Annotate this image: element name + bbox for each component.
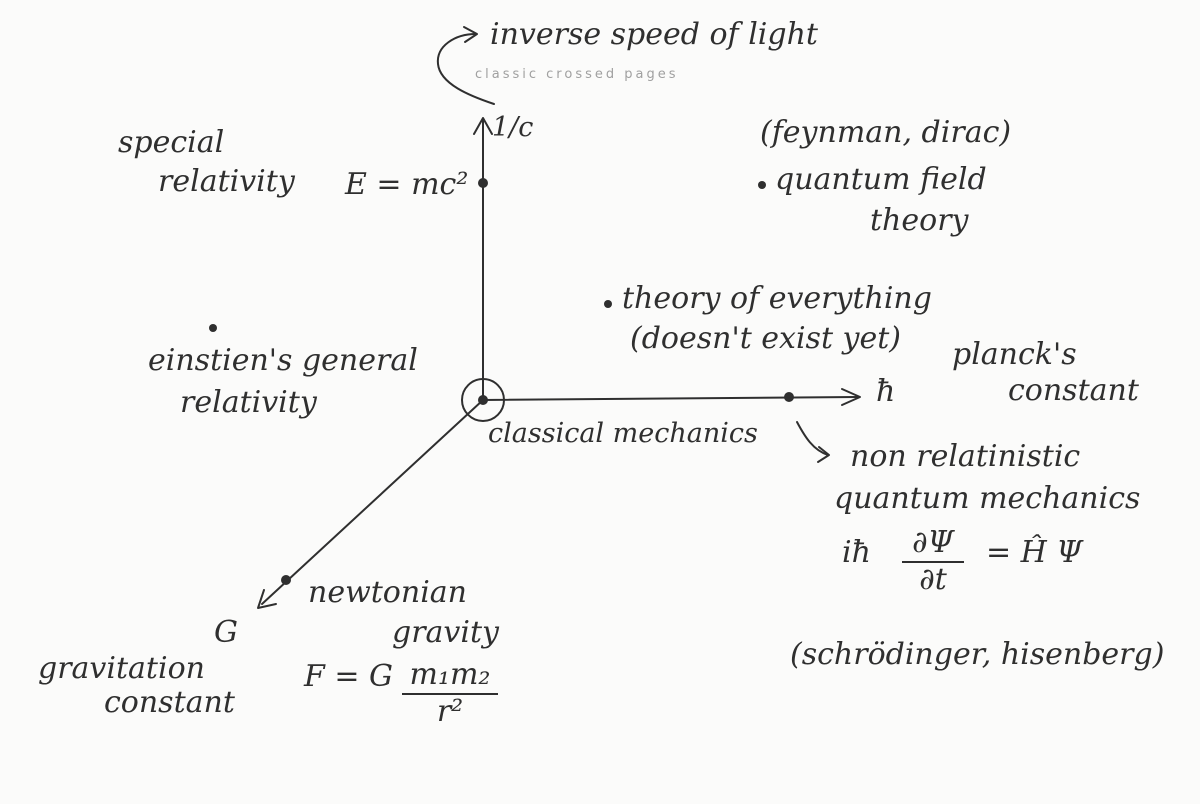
qm-label-2: quantum mechanics <box>834 481 1141 516</box>
ng-equation-numerator: m₁m₂ <box>409 657 491 692</box>
origin-dot <box>478 395 488 405</box>
ng-equation-denominator: r² <box>436 694 464 729</box>
gr-label-1: einstien's general <box>148 343 418 378</box>
qm-label-1: non relatinistic <box>850 439 1081 474</box>
ng-equation-fraction: m₁m₂ r² <box>402 660 498 727</box>
qm-equation-rhs: = Ĥ Ψ <box>986 535 1083 570</box>
qm-pointer-arrow <box>796 421 829 456</box>
toe-label-2: (doesn't exist yet) <box>630 321 901 356</box>
toe-label-1: theory of everything <box>622 281 932 316</box>
origin-label: classical mechanics <box>488 418 758 449</box>
qm-equation-numerator: ∂Ψ <box>912 525 954 560</box>
ng-equation-lhs: F = G <box>304 659 393 694</box>
newtonian-gravity-dot <box>281 575 291 585</box>
vertical-axis-label: 1/c <box>492 112 534 143</box>
special-relativity-label-2: relativity <box>158 164 295 199</box>
diagonal-axis-label: G <box>214 615 238 650</box>
qft-label-1: quantum field <box>775 162 987 197</box>
qm-authors: (schrödinger, hisenberg) <box>790 637 1165 672</box>
qm-equation-fraction-bar <box>902 561 964 563</box>
gr-label-2: relativity <box>180 385 317 420</box>
toe-dot <box>604 300 612 308</box>
horizontal-axis-label: ħ <box>876 374 896 409</box>
diagonal-axis-arrowhead <box>257 589 277 609</box>
ng-equation-fraction-bar <box>402 693 498 695</box>
qft-dot <box>758 181 766 189</box>
qm-equation-lhs: iħ <box>842 535 871 570</box>
horizontal-axis-arrowhead <box>841 388 861 406</box>
special-relativity-label-1: special <box>118 125 225 160</box>
diagonal-axis-description-2: constant <box>104 685 235 720</box>
horizontal-axis-line <box>482 396 859 401</box>
curved-pointer-arrowhead <box>463 26 478 43</box>
watermark: classic crossed pages <box>475 67 679 82</box>
vertical-axis-arrowhead <box>473 117 493 135</box>
qft-authors: (feynman, dirac) <box>760 115 1012 150</box>
horizontal-axis-description-1: planck's <box>952 337 1077 372</box>
diagonal-axis-description-1: gravitation <box>38 651 205 686</box>
origin-ring <box>461 378 505 422</box>
qm-equation-denominator: ∂t <box>919 562 947 597</box>
qm-pointer-arrowhead <box>817 446 830 463</box>
vertical-axis-description: inverse speed of light <box>490 17 818 52</box>
gr-dot <box>209 324 217 332</box>
qft-label-2: theory <box>870 203 969 238</box>
special-relativity-equation: E = mc² <box>345 167 469 202</box>
planck-axis-dot <box>784 392 794 402</box>
special-relativity-dot <box>478 178 488 188</box>
ng-label-2: gravity <box>392 615 499 650</box>
horizontal-axis-description-2: constant <box>1008 373 1139 408</box>
curved-pointer-arrow <box>436 33 495 105</box>
diagonal-axis-line <box>261 399 484 605</box>
qm-equation-fraction: ∂Ψ ∂t <box>902 528 964 595</box>
ng-label-1: newtonian <box>308 575 467 610</box>
